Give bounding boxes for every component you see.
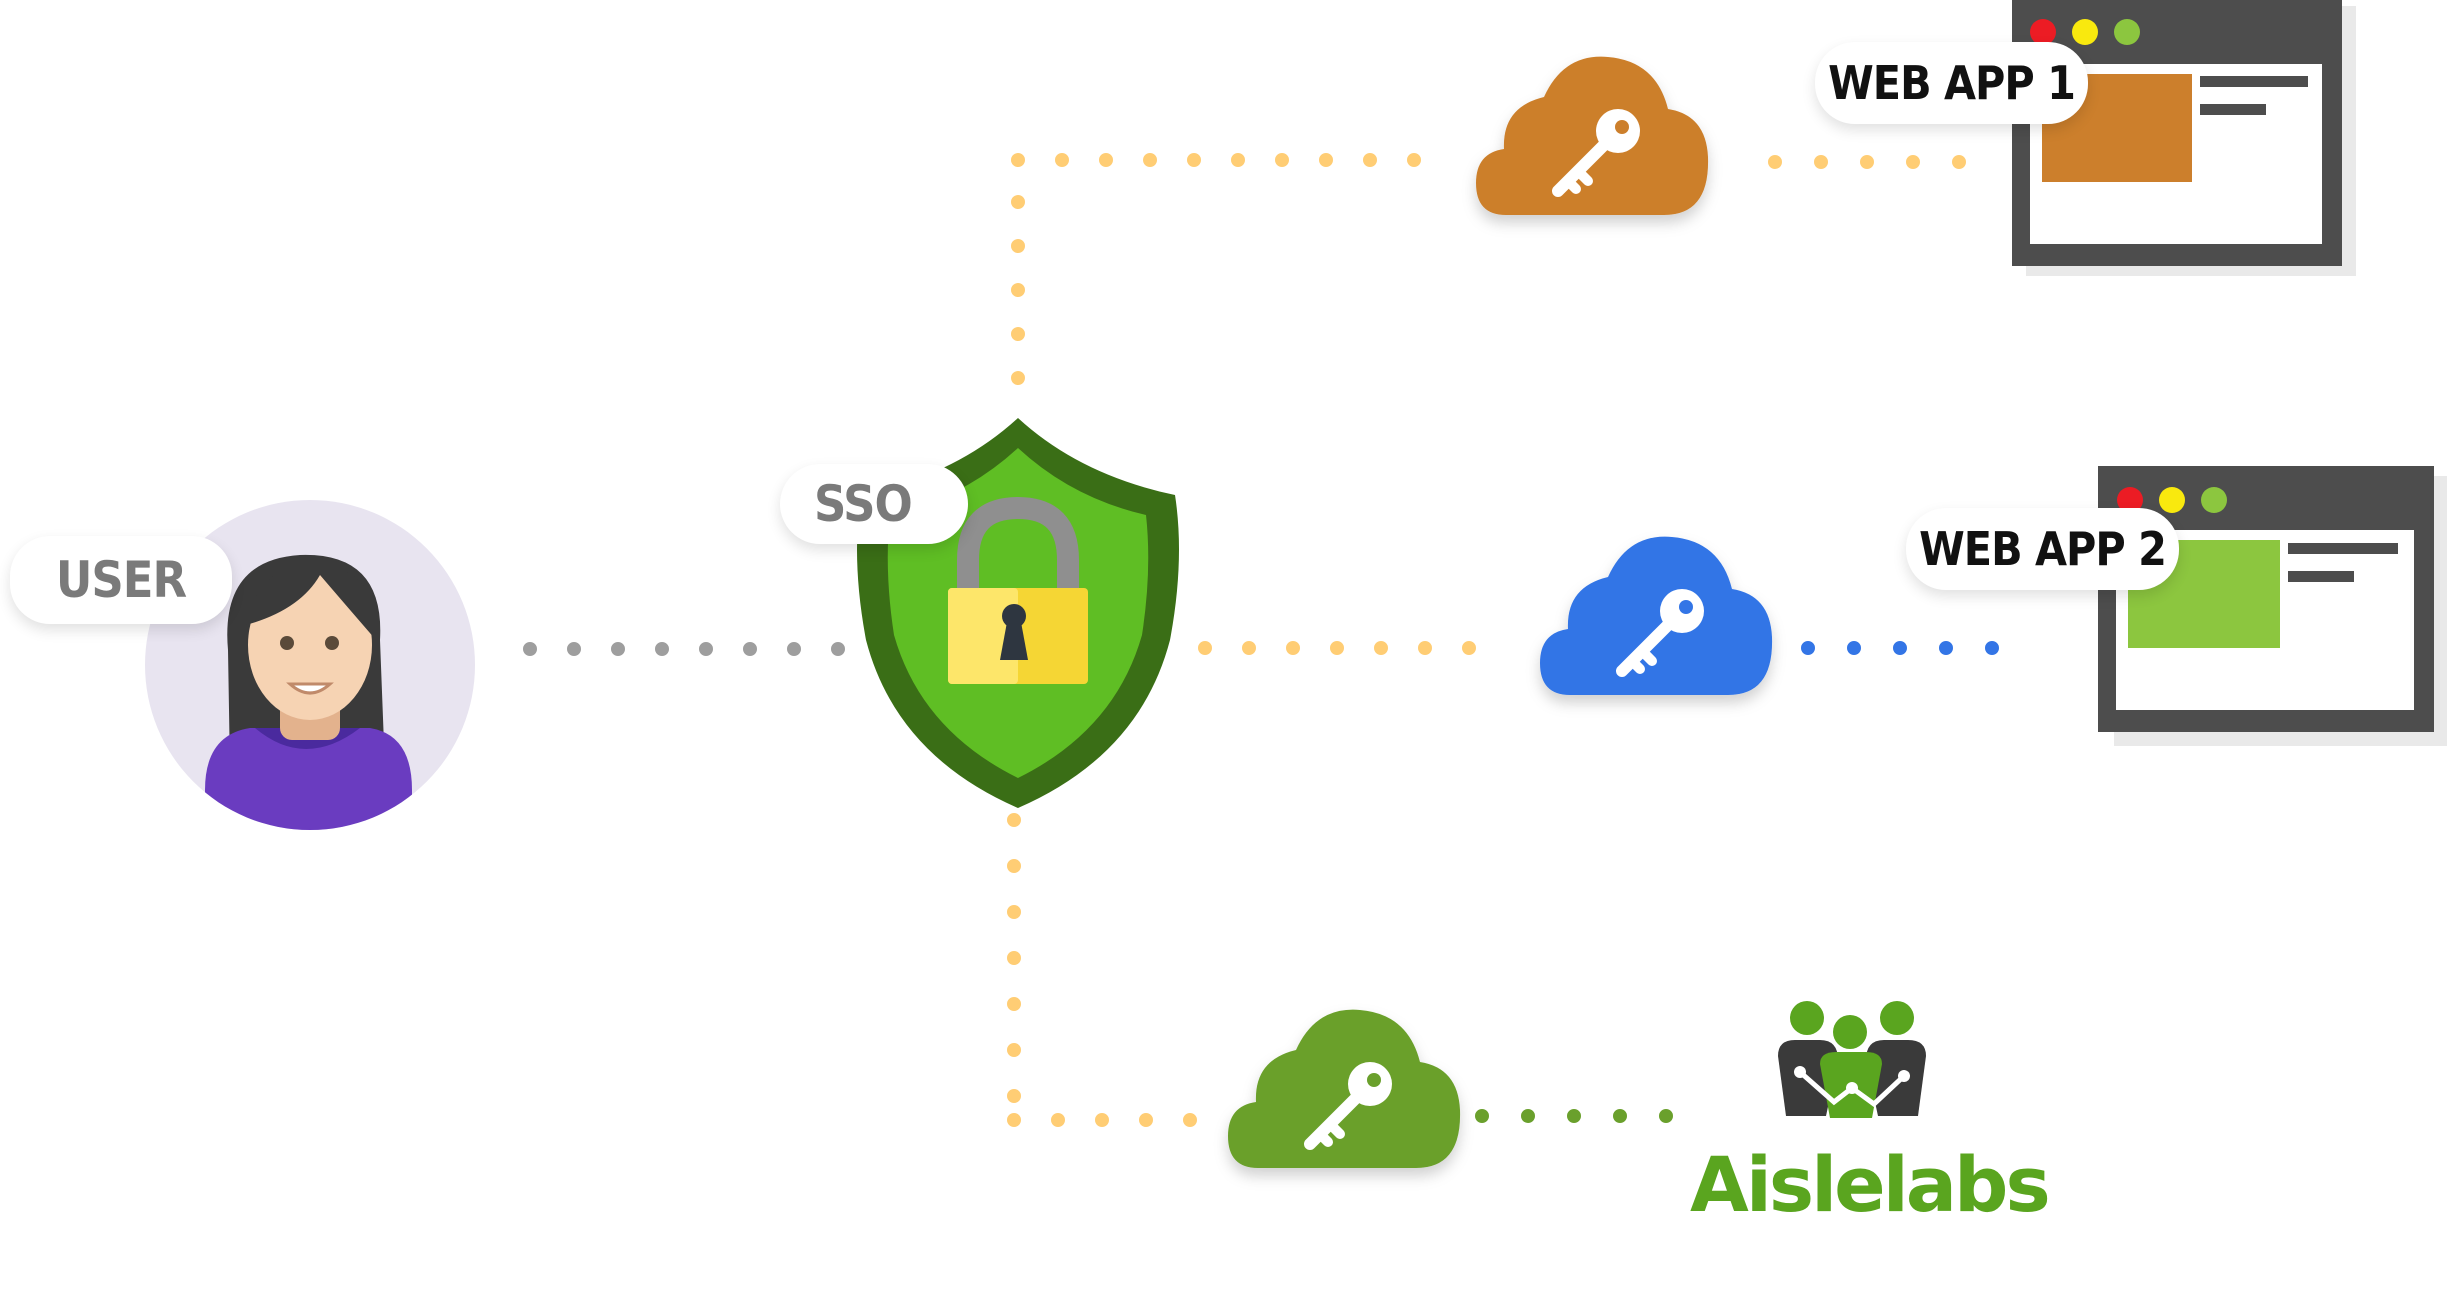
cloud-key-icon-webapp2 <box>1540 536 1773 695</box>
aislelabs-logo-icon <box>1778 1001 1926 1118</box>
user-avatar <box>145 500 475 830</box>
aislelabs-brand-name: Aislelabs <box>1690 1140 2051 1229</box>
connector-sso-aislelabs <box>1007 813 1677 1127</box>
sso-label: SSO <box>780 464 968 544</box>
cloud-key-icon-aislelabs <box>1228 1009 1461 1168</box>
browser-window-webapp1 <box>2012 0 2356 276</box>
web-app-2-label: WEB APP 2 <box>1906 508 2179 590</box>
web-app-1-label: WEB APP 1 <box>1815 42 2088 124</box>
connector-sso-webapp1 <box>1011 153 1969 385</box>
cloud-key-icon-webapp1 <box>1476 56 1709 216</box>
browser-window-webapp2 <box>2098 466 2447 746</box>
user-label: USER <box>10 536 232 624</box>
